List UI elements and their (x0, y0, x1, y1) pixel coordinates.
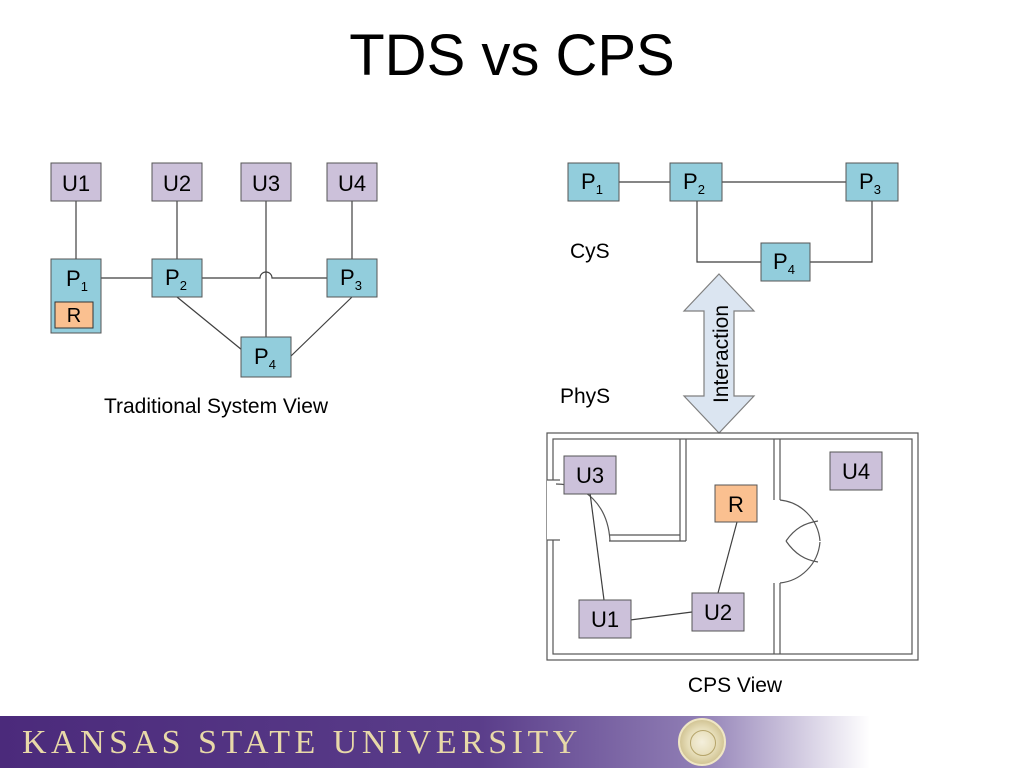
svg-text:P4: P4 (254, 344, 276, 372)
footer-banner: KANSAS STATE UNIVERSITY (0, 716, 1024, 768)
door-leaf-bottom (785, 540, 819, 563)
footer-bar: KANSAS STATE UNIVERSITY (0, 716, 870, 768)
cps-user-u1-label: U1 (591, 607, 619, 632)
cps-user-u1: U1 (578, 599, 632, 639)
svg-text:P1: P1 (66, 266, 88, 294)
tds-processor-p2: P2 (151, 258, 203, 298)
tds-user-u4-label: U4 (338, 171, 366, 196)
tds-user-u4: U4 (326, 162, 378, 202)
phys-edge-u1-u2 (629, 611, 693, 621)
cps-p4-letter: P (773, 249, 788, 274)
cps-edge-p3-p4 (810, 201, 873, 263)
tds-user-u3-label: U3 (252, 171, 280, 196)
svg-text:P2: P2 (683, 169, 705, 197)
tds-processor-p4: P4 (240, 336, 292, 378)
svg-text:P3: P3 (340, 265, 362, 293)
cps-p1-subscript: 1 (596, 182, 603, 197)
cps-user-u4-label: U4 (842, 459, 870, 484)
tds-caption: Traditional System View (104, 395, 329, 418)
tds-p2-subscript: 2 (180, 278, 187, 293)
phys-edge-u2-r (717, 521, 738, 594)
cps-p3-letter: P (859, 169, 874, 194)
tds-edge-p2-p3 (202, 271, 327, 279)
tds-resource-box (54, 301, 94, 329)
tds-user-u3: U3 (240, 162, 292, 202)
svg-text:P2: P2 (165, 265, 187, 293)
svg-text:P1: P1 (581, 169, 603, 197)
tds-p1-letter: P (66, 266, 81, 291)
cps-p2-subscript: 2 (698, 182, 705, 197)
tds-p2-letter: P (165, 265, 180, 290)
tds-p3-letter: P (340, 265, 355, 290)
university-seal-icon (678, 718, 726, 766)
tds-p4-subscript: 4 (269, 357, 276, 372)
tds-processor-p3: P3 (326, 258, 378, 298)
university-name: KANSAS STATE UNIVERSITY (22, 724, 582, 761)
door-arc-double-top (779, 499, 821, 542)
interaction-label: Interaction (710, 305, 733, 403)
svg-text:P3: P3 (859, 169, 881, 197)
outer-wall-inner (552, 438, 913, 655)
tds-diagram (75, 201, 353, 357)
tds-p1-subscript: 1 (81, 279, 88, 294)
cps-caption: CPS View (688, 674, 783, 697)
svg-text:P4: P4 (773, 249, 795, 277)
tds-edge-p2-p4 (176, 296, 243, 351)
tds-user-u1: U1 (50, 162, 102, 202)
tds-user-u2: U2 (151, 162, 203, 202)
phys-edge-u3-u1 (589, 492, 605, 601)
floor-plan (546, 432, 919, 661)
tds-user-u2-label: U2 (163, 171, 191, 196)
tds-resource-label: R (67, 305, 81, 327)
cps-user-u3-label: U3 (576, 463, 604, 488)
physical-links (589, 492, 738, 621)
cps-resource: R (714, 484, 758, 523)
cps-cyber-label: CyS (570, 240, 610, 263)
outer-wall-outer (546, 432, 919, 661)
cps-p2-letter: P (683, 169, 698, 194)
cps-physical-label: PhyS (560, 385, 610, 408)
cps-processor-p4: P4 (760, 242, 811, 282)
cps-p4-subscript: 4 (788, 262, 795, 277)
interaction-arrow: Interaction (682, 273, 756, 434)
cps-resource-label: R (728, 492, 744, 517)
cps-processor-p3: P3 (845, 162, 899, 202)
tds-processor-p1: P1 R (50, 258, 102, 334)
cps-user-u2: U2 (691, 592, 745, 632)
diagram-canvas: U1 U2 U3 U4 P1 R P2 P3 P4 Traditional Sy… (50, 162, 919, 697)
left-door-gap (547, 480, 554, 540)
cps-user-u4: U4 (829, 451, 883, 491)
cps-p3-subscript: 3 (874, 182, 881, 197)
door-arc-double-bottom (779, 541, 821, 584)
cps-p1-letter: P (581, 169, 596, 194)
cps-user-u3: U3 (563, 455, 617, 495)
cps-processor-p2: P2 (669, 162, 723, 202)
cps-processor-p1: P1 (567, 162, 620, 202)
tds-p3-subscript: 3 (355, 278, 362, 293)
door-leaf-top (785, 520, 819, 542)
cps-user-u2-label: U2 (704, 600, 732, 625)
tds-p4-letter: P (254, 344, 269, 369)
cps-edge-p2-p4 (696, 201, 761, 263)
cps-cyber-edges (619, 181, 873, 263)
tds-user-u1-label: U1 (62, 171, 90, 196)
slide-title: TDS vs CPS (349, 23, 675, 88)
tds-edge-p3-p4 (290, 296, 353, 357)
